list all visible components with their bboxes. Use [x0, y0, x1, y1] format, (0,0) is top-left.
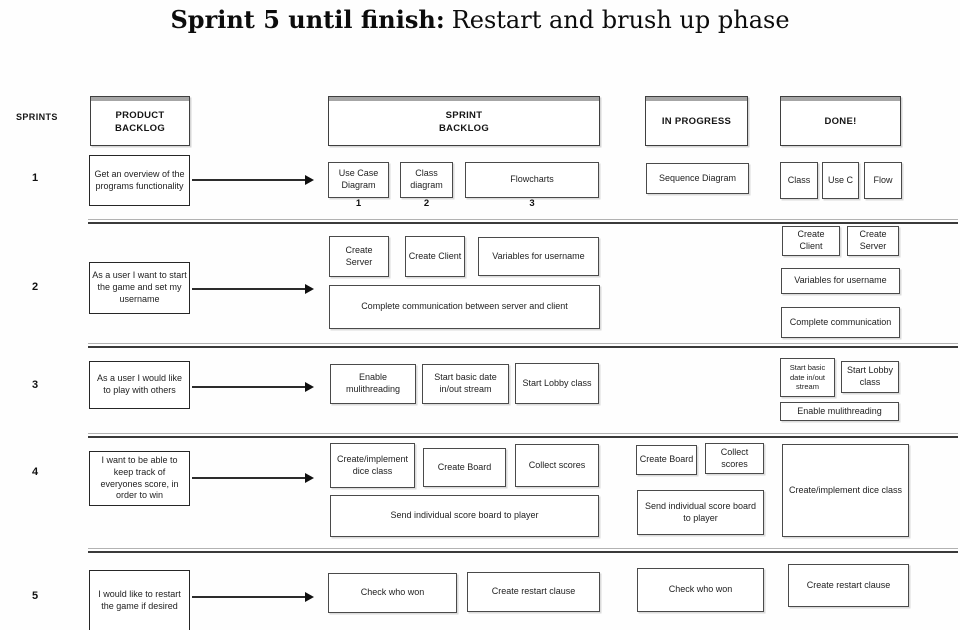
- user-story-card-sprint-3: As a user I would like to play with othe…: [89, 361, 190, 409]
- task-card-done-enable-multithreading: Enable mulithreading: [780, 402, 899, 421]
- task-card-collect-scores: Collect scores: [515, 444, 599, 487]
- title-regular-segment: Restart and brush up phase: [451, 6, 790, 34]
- task-card-ip-collect-scores: Collect scores: [705, 443, 764, 474]
- task-card-dice-class: Create/implement dice class: [330, 443, 415, 488]
- sprint-3-number: 3: [31, 379, 39, 391]
- sprint-5-number: 5: [31, 590, 39, 602]
- task-card-sequence-diagram: Sequence Diagram: [646, 163, 749, 194]
- flow-arrow: [192, 382, 314, 392]
- task-card-create-board: Create Board: [423, 448, 506, 487]
- user-story-card-sprint-5: I would like to restart the game if desi…: [89, 570, 190, 630]
- row-separator: [88, 219, 958, 224]
- task-order-number: 3: [529, 198, 535, 209]
- task-card-ip-create-board: Create Board: [636, 445, 697, 475]
- task-card-check-who-won: Check who won: [328, 573, 457, 613]
- task-card-start-basic-stream: Start basic date in/out stream: [422, 364, 509, 404]
- task-card-create-server: Create Server: [329, 236, 389, 277]
- sprint-4-number: 4: [31, 466, 39, 478]
- title-bold-segment: Sprint 5 until finish:: [170, 5, 445, 34]
- row-separator: [88, 433, 958, 438]
- task-card-class-diagram: Class diagram: [400, 162, 453, 198]
- task-card-enable-multithreading: Enable mulithreading: [330, 364, 416, 404]
- task-card-start-lobby-class: Start Lobby class: [515, 363, 599, 404]
- task-card-complete-communication-full: Complete communication between server an…: [329, 285, 600, 329]
- task-card-done-dice-class: Create/implement dice class: [782, 444, 909, 537]
- task-card-done-flow: Flow: [864, 162, 902, 199]
- product-backlog-header: PRODUCT BACKLOG: [90, 96, 190, 146]
- task-card-use-case-diagram: Use Case Diagram: [328, 162, 389, 198]
- flow-arrow: [192, 473, 314, 483]
- sprint-2-number: 2: [31, 281, 39, 293]
- task-card-done-use-case: Use C: [822, 162, 859, 199]
- sprints-column-label: SPRINTS: [16, 112, 58, 122]
- task-card-done-complete-communication: Complete communication: [781, 307, 900, 338]
- task-order-number: 2: [423, 198, 430, 209]
- task-card-flowcharts: Flowcharts: [465, 162, 599, 198]
- diagram-title: Sprint 5 until finish:Restart and brush …: [0, 5, 960, 34]
- row-separator: [88, 548, 958, 553]
- task-card-create-restart-clause: Create restart clause: [467, 572, 600, 612]
- flow-arrow: [192, 592, 314, 602]
- task-card-variables-username: Variables for username: [478, 237, 599, 276]
- task-card-done-variables-username: Variables for username: [781, 268, 900, 294]
- sprint-backlog-header: SPRINT BACKLOG: [328, 96, 600, 146]
- task-card-done-create-client: Create Client: [782, 226, 840, 256]
- task-card-done-create-server: Create Server: [847, 226, 899, 256]
- task-card-create-client: Create Client: [405, 236, 465, 277]
- user-story-card-sprint-4: I want to be able to keep track of every…: [89, 451, 190, 506]
- flow-arrow: [192, 175, 314, 185]
- task-order-number: 1: [355, 198, 362, 209]
- task-card-done-create-restart-clause: Create restart clause: [788, 564, 909, 607]
- user-story-card-sprint-2: As a user I want to start the game and s…: [89, 262, 190, 314]
- user-story-card-sprint-1: Get an overview of the programs function…: [89, 155, 190, 206]
- row-separator: [88, 343, 958, 348]
- task-card-done-start-lobby-class: Start Lobby class: [841, 361, 899, 393]
- sprint-1-number: 1: [31, 172, 39, 184]
- done-header: DONE!: [780, 96, 901, 146]
- in-progress-header: IN PROGRESS: [645, 96, 748, 146]
- flow-arrow: [192, 284, 314, 294]
- task-card-ip-send-scoreboard: Send individual score board to player: [637, 490, 764, 535]
- task-card-ip-check-who-won: Check who won: [637, 568, 764, 612]
- task-card-send-scoreboard: Send individual score board to player: [330, 495, 599, 537]
- task-card-done-start-basic-stream: Start basic date in/out stream: [780, 358, 835, 397]
- task-card-done-class: Class: [780, 162, 818, 199]
